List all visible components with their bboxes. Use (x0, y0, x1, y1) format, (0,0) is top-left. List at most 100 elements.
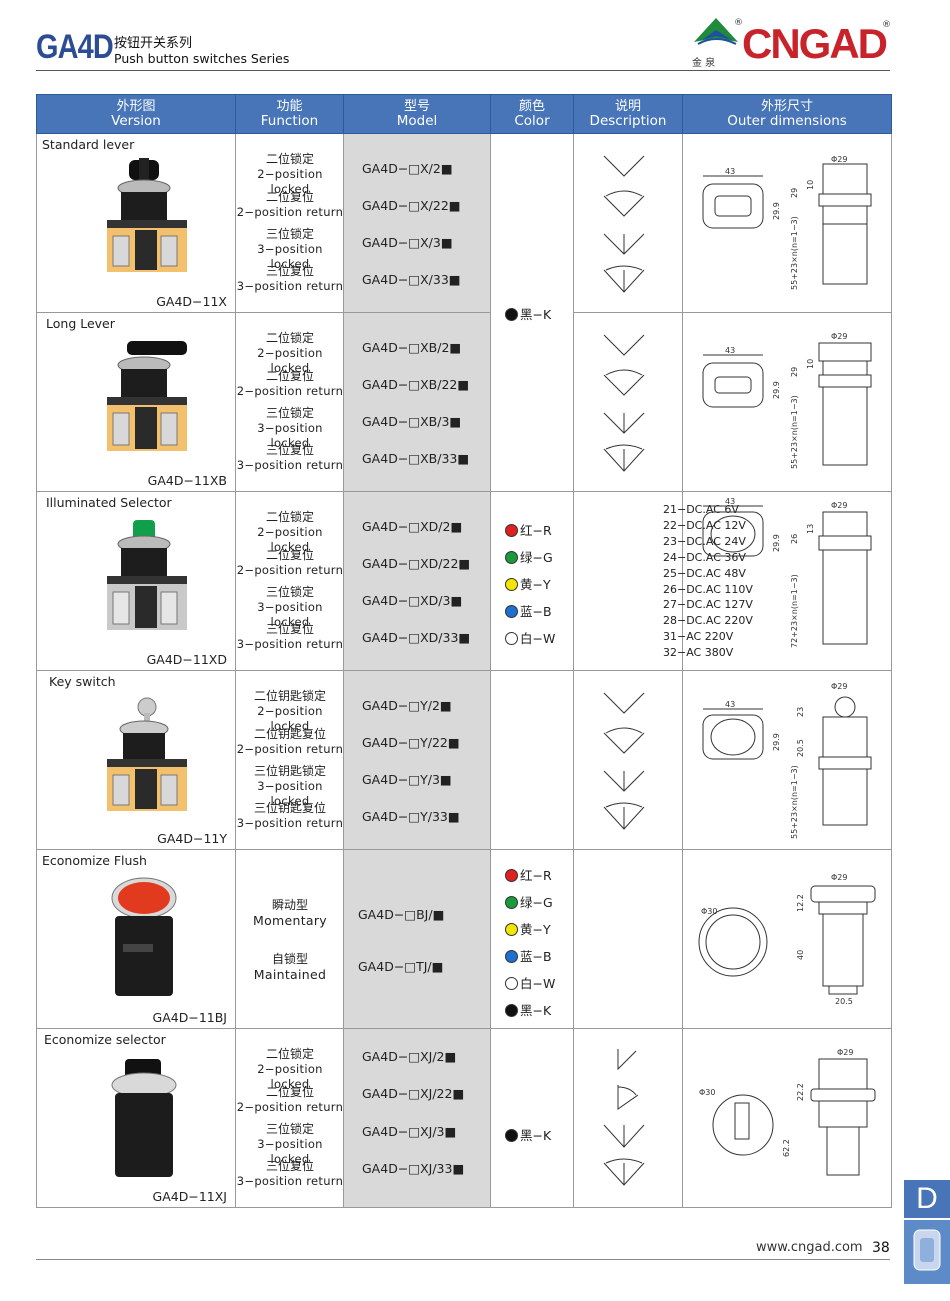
svg-text:20.5: 20.5 (835, 997, 853, 1006)
model-code: GA4D−□XB/22■ (362, 377, 470, 392)
svg-text:Φ29: Φ29 (831, 501, 847, 510)
series-title-cn: 按钮开关系列 (114, 36, 193, 51)
description-cell (573, 849, 683, 1029)
page-number: 38 (872, 1240, 890, 1256)
dimension-drawing: 43 Φ29 29 10 29.9 55+23×n(n=1−3) (702, 332, 872, 469)
series-code: GA4D (36, 28, 114, 66)
section-tab: D (904, 1180, 950, 1218)
color-dot-icon (505, 524, 518, 537)
description-cell (573, 133, 683, 313)
color-option-black: 黑−K (505, 1000, 551, 1019)
economize-selector-photo (111, 1059, 177, 1177)
svg-text:23: 23 (796, 707, 805, 717)
model-code: GA4D−□XJ/33■ (362, 1161, 465, 1176)
description-cell (573, 312, 683, 492)
version-name: Illuminated Selector (46, 495, 172, 510)
model-cell: GA4D−□BJ/■ GA4D−□TJ/■ (343, 849, 491, 1029)
svg-text:Φ29: Φ29 (831, 155, 847, 164)
model-code: GA4D−□BJ/■ (358, 907, 445, 922)
model-code: GA4D−□XB/3■ (362, 414, 462, 429)
color-option-red: 红−R (505, 520, 552, 539)
model-code: GA4D−□XJ/2■ (362, 1049, 457, 1064)
version-name: Standard lever (42, 137, 135, 152)
svg-text:Φ30: Φ30 (699, 1088, 715, 1097)
svg-text:62.2: 62.2 (782, 1139, 791, 1157)
color-cell: 红−R 绿−G 黄−Y 蓝−B 白−W (490, 491, 574, 671)
svg-text:12.2: 12.2 (796, 894, 805, 912)
website-link[interactable]: www.cngad.com (756, 1240, 863, 1255)
model-code: GA4D−□X/22■ (362, 198, 461, 213)
color-dot-icon (505, 308, 518, 321)
model-cell: GA4D−□XD/2■ GA4D−□XD/22■ GA4D−□XD/3■ GA4… (343, 491, 491, 671)
color-option-red: 红−R (505, 865, 552, 884)
version-code: GA4D−11BJ (152, 1010, 227, 1025)
svg-text:29.9: 29.9 (772, 202, 781, 220)
color-dot-icon (505, 950, 518, 963)
color-dot-icon (505, 923, 518, 936)
svg-text:26: 26 (790, 534, 799, 544)
model-code: GA4D−□X/3■ (362, 235, 453, 250)
selector-switch-photo (107, 158, 187, 272)
dimension-drawing: 43 Φ29 29 10 29.9 55+23×n(n=1−3) (702, 155, 872, 290)
section-tab-image (904, 1220, 950, 1284)
model-cell: GA4D−□Y/2■ GA4D−□Y/22■ GA4D−□Y/3■ GA4D−□… (343, 670, 491, 850)
svg-text:10: 10 (806, 359, 815, 369)
color-cell (490, 670, 574, 850)
version-code: GA4D−11Y (157, 831, 227, 846)
model-code: GA4D−□Y/22■ (362, 735, 460, 750)
series-title-en: Push button switches Series (114, 51, 290, 66)
registered-mark-icon: ® (882, 20, 891, 30)
model-code: GA4D−□XJ/22■ (362, 1086, 465, 1101)
color-cell: 黑−K (490, 133, 574, 492)
svg-text:55+23×n(n=1−3): 55+23×n(n=1−3) (790, 216, 799, 290)
page-header: GA4D 按钮开关系列 Push button switches Series … (0, 0, 950, 80)
switch-position-diagram (603, 692, 645, 830)
color-option-yellow: 黄−Y (505, 574, 551, 593)
svg-text:43: 43 (725, 497, 735, 506)
version-cell: Key switch GA4D−11Y (36, 670, 236, 850)
svg-text:29: 29 (790, 188, 799, 198)
dimension-cell: 43 Φ29 29 10 29.9 55+23×n(n=1−3) (682, 312, 892, 492)
color-option-green: 绿−G (505, 547, 553, 566)
model-cell: GA4D−□X/2■ GA4D−□X/22■ GA4D−□X/3■ GA4D−□… (343, 133, 491, 313)
version-code: GA4D−11XJ (152, 1189, 227, 1204)
model-code: GA4D−□Y/33■ (362, 809, 460, 824)
dimension-drawing: Φ30 Φ29 22.2 62.2 (699, 1048, 876, 1176)
version-code: GA4D−11X (156, 294, 227, 309)
version-cell: Illuminated Selector GA4D−11XD (36, 491, 236, 671)
svg-text:10: 10 (806, 180, 815, 190)
color-dot-icon (505, 1004, 518, 1017)
svg-text:29: 29 (790, 367, 799, 377)
svg-text:29.9: 29.9 (772, 733, 781, 751)
color-dot-icon (505, 1129, 518, 1142)
model-cell: GA4D−□XB/2■ GA4D−□XB/22■ GA4D−□XB/3■ GA4… (343, 312, 491, 492)
color-dot-icon (505, 605, 518, 618)
brand-logo: CNGAD ® ® 金 泉 (692, 16, 892, 69)
color-option-black: 黑−K (505, 1125, 551, 1144)
version-code: GA4D−11XD (146, 652, 227, 667)
version-name: Economize selector (44, 1032, 166, 1047)
svg-text:29.9: 29.9 (772, 381, 781, 399)
